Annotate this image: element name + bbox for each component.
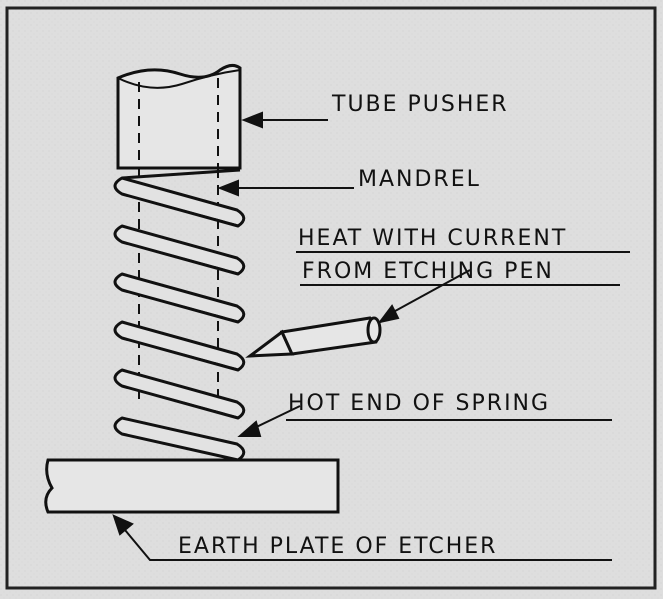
leader-lines	[112, 111, 612, 561]
hot-end-leader	[249, 405, 301, 431]
label-heat-line1: HEAT WITH CURRENT	[298, 226, 567, 251]
label-mandrel: MANDREL	[358, 167, 481, 192]
mandrel-arrow	[217, 179, 239, 197]
earth-plate	[44, 458, 340, 514]
tube-pusher	[116, 63, 242, 170]
earth-plate-arrow	[112, 514, 134, 536]
earth-plate-leader	[119, 523, 612, 561]
outer-frame	[5, 6, 657, 590]
hot-end-arrow	[237, 420, 262, 437]
tube-pusher-arrow	[241, 111, 263, 129]
etching-pen	[245, 316, 382, 358]
label-earth-plate: EARTH PLATE OF ETCHER	[178, 534, 497, 559]
heat-leader	[385, 269, 471, 317]
label-underlines	[286, 251, 630, 421]
label-tube-pusher: TUBE PUSHER	[331, 92, 509, 117]
spring-coils	[113, 168, 246, 462]
label-hot-end: HOT END OF SPRING	[288, 391, 550, 416]
label-heat-line2: FROM ETCHING PEN	[302, 259, 554, 284]
heat-arrow	[377, 304, 400, 324]
